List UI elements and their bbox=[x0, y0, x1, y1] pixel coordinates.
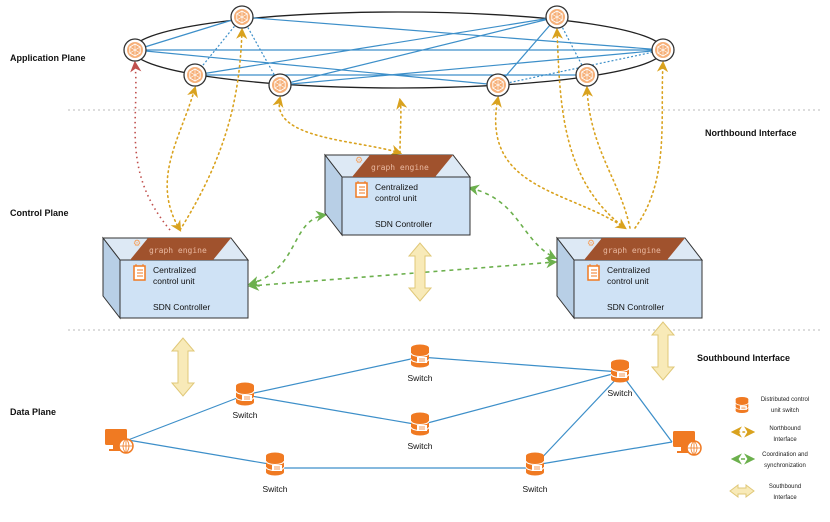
switch-icon[interactable] bbox=[265, 452, 285, 476]
graph-engine-label: graph engine bbox=[603, 246, 661, 255]
southbound-arrow bbox=[407, 242, 433, 302]
distributed-switch-icon bbox=[735, 396, 749, 414]
control-unit-icon bbox=[133, 263, 146, 281]
legend-label: Distributed control bbox=[761, 397, 809, 403]
application-node-icon[interactable] bbox=[545, 5, 569, 29]
application-node-icon[interactable] bbox=[123, 38, 147, 62]
control-unit-label: control unit bbox=[375, 193, 417, 203]
graph-engine-panel bbox=[352, 155, 453, 177]
graph-engine-label: graph engine bbox=[149, 246, 207, 255]
controller-name: SDN Controller bbox=[375, 219, 432, 229]
application-plane-label: Application Plane bbox=[10, 53, 86, 63]
southbound-arrow-icon bbox=[729, 484, 755, 498]
switch-icon[interactable] bbox=[410, 344, 430, 368]
legend: Distributed control unit switch Northbou… bbox=[729, 396, 809, 501]
graph-engine-panel bbox=[130, 238, 231, 260]
application-node-icon[interactable] bbox=[268, 73, 292, 97]
coordination-links bbox=[247, 184, 558, 291]
legend-label: Coordination and bbox=[762, 452, 808, 458]
application-node-icon[interactable] bbox=[230, 5, 254, 29]
control-unit-label: control unit bbox=[153, 276, 195, 286]
application-node-icon[interactable] bbox=[486, 73, 510, 97]
graph-engine-panel bbox=[584, 238, 685, 260]
southbound-interface-label: Southbound Interface bbox=[697, 353, 790, 363]
switch-label: Switch bbox=[407, 373, 432, 383]
southbound-arrow bbox=[170, 337, 196, 397]
host-computer-icon bbox=[672, 430, 702, 456]
control-unit-label: Centralized bbox=[153, 265, 196, 275]
control-unit-label: control unit bbox=[607, 276, 649, 286]
application-links bbox=[134, 16, 664, 86]
graph-engine-label: graph engine bbox=[371, 163, 429, 172]
northbound-interface-label: Northbound Interface bbox=[705, 128, 797, 138]
northbound-links bbox=[130, 27, 669, 232]
switch-icon[interactable] bbox=[525, 452, 545, 476]
southbound-arrow bbox=[650, 321, 676, 381]
switch-icon[interactable] bbox=[235, 382, 255, 406]
legend-label: unit switch bbox=[771, 408, 799, 414]
legend-label: Northbound bbox=[769, 426, 800, 432]
switch-label: Switch bbox=[607, 388, 632, 398]
engine-icon: ⚙ bbox=[587, 238, 595, 248]
control-unit-label: Centralized bbox=[607, 265, 650, 275]
control-unit-label: Centralized bbox=[375, 182, 418, 192]
application-node-icon[interactable] bbox=[183, 63, 207, 87]
controller-name: SDN Controller bbox=[153, 302, 210, 312]
controller-name: SDN Controller bbox=[607, 302, 664, 312]
application-node-icon[interactable] bbox=[575, 63, 599, 87]
legend-label: Southbound bbox=[769, 484, 801, 490]
switch-icon[interactable] bbox=[610, 359, 630, 383]
switch-icon[interactable] bbox=[410, 412, 430, 436]
switch-label: Switch bbox=[262, 484, 287, 494]
legend-label: Interface bbox=[773, 495, 797, 501]
data-plane-label: Data Plane bbox=[10, 407, 56, 417]
control-plane-label: Control Plane bbox=[10, 208, 69, 218]
switch-label: Switch bbox=[232, 410, 257, 420]
host-computer-icon bbox=[104, 428, 134, 454]
switch-label: Switch bbox=[522, 484, 547, 494]
engine-icon: ⚙ bbox=[355, 155, 363, 165]
legend-label: synchronization bbox=[764, 463, 806, 469]
data-plane-links bbox=[127, 356, 673, 469]
southbound-arrows bbox=[170, 242, 676, 397]
control-unit-icon bbox=[355, 180, 368, 198]
application-node-icon[interactable] bbox=[651, 38, 675, 62]
switch-label: Switch bbox=[407, 441, 432, 451]
control-unit-icon bbox=[587, 263, 600, 281]
legend-label: Interface bbox=[773, 437, 797, 443]
engine-icon: ⚙ bbox=[133, 238, 141, 248]
